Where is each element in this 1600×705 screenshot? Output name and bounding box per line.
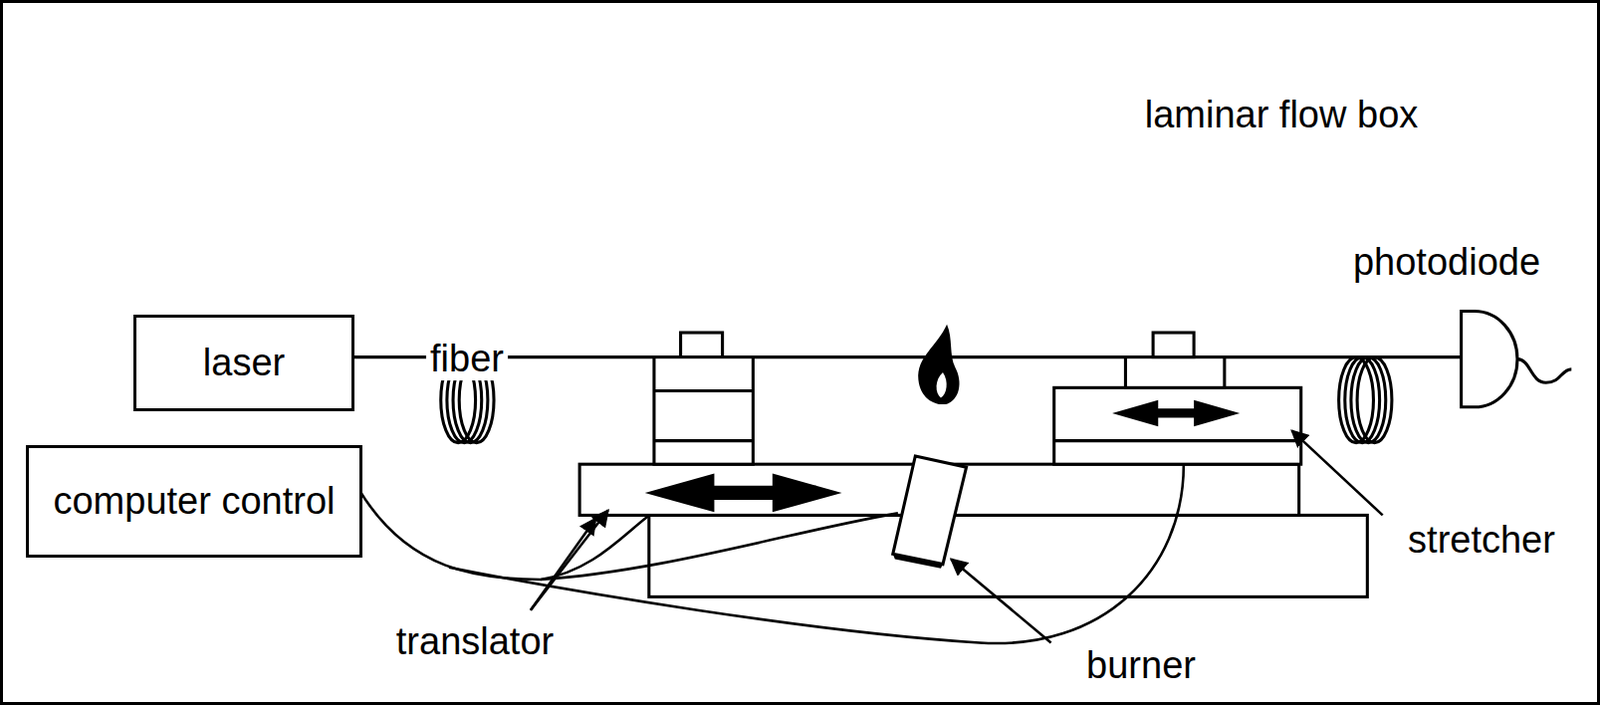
motion-arrow	[645, 472, 843, 512]
photodiode-lead	[1517, 359, 1572, 384]
coil-turn	[1357, 357, 1392, 444]
stretcher-stage	[1054, 387, 1302, 464]
burner	[893, 456, 967, 565]
leader-arrow	[530, 430, 1383, 643]
fiber-coil	[1339, 357, 1392, 444]
holder-layer	[654, 389, 753, 393]
part-label: burner	[1082, 645, 1200, 687]
flame-core	[936, 372, 947, 399]
flame	[917, 324, 959, 405]
control-wire	[359, 463, 1184, 644]
fiber-clamp	[1152, 332, 1194, 358]
optical-fiber	[352, 355, 1462, 359]
stretcher-layer	[1054, 439, 1302, 443]
fiber-holder	[1125, 357, 1224, 389]
photodiode-symbol	[1461, 311, 1518, 408]
fiber-clamp	[681, 332, 723, 358]
device-box: laser	[133, 314, 355, 412]
motion-arrow	[1112, 400, 1240, 428]
part-label: stretcher	[1403, 519, 1560, 562]
part-label: translator	[392, 621, 558, 664]
part-label: photodiode	[1349, 241, 1545, 284]
part-label: fiber	[426, 338, 508, 381]
base-plate	[649, 514, 1369, 597]
enclosure-title: laminar flow box	[1144, 93, 1419, 138]
box-label: laser	[203, 341, 285, 386]
fiber-holder	[654, 357, 753, 465]
holder-layer	[654, 439, 753, 443]
box-label: computer control	[52, 479, 335, 524]
device-box: computer control	[25, 445, 363, 558]
burner-face	[893, 553, 943, 568]
